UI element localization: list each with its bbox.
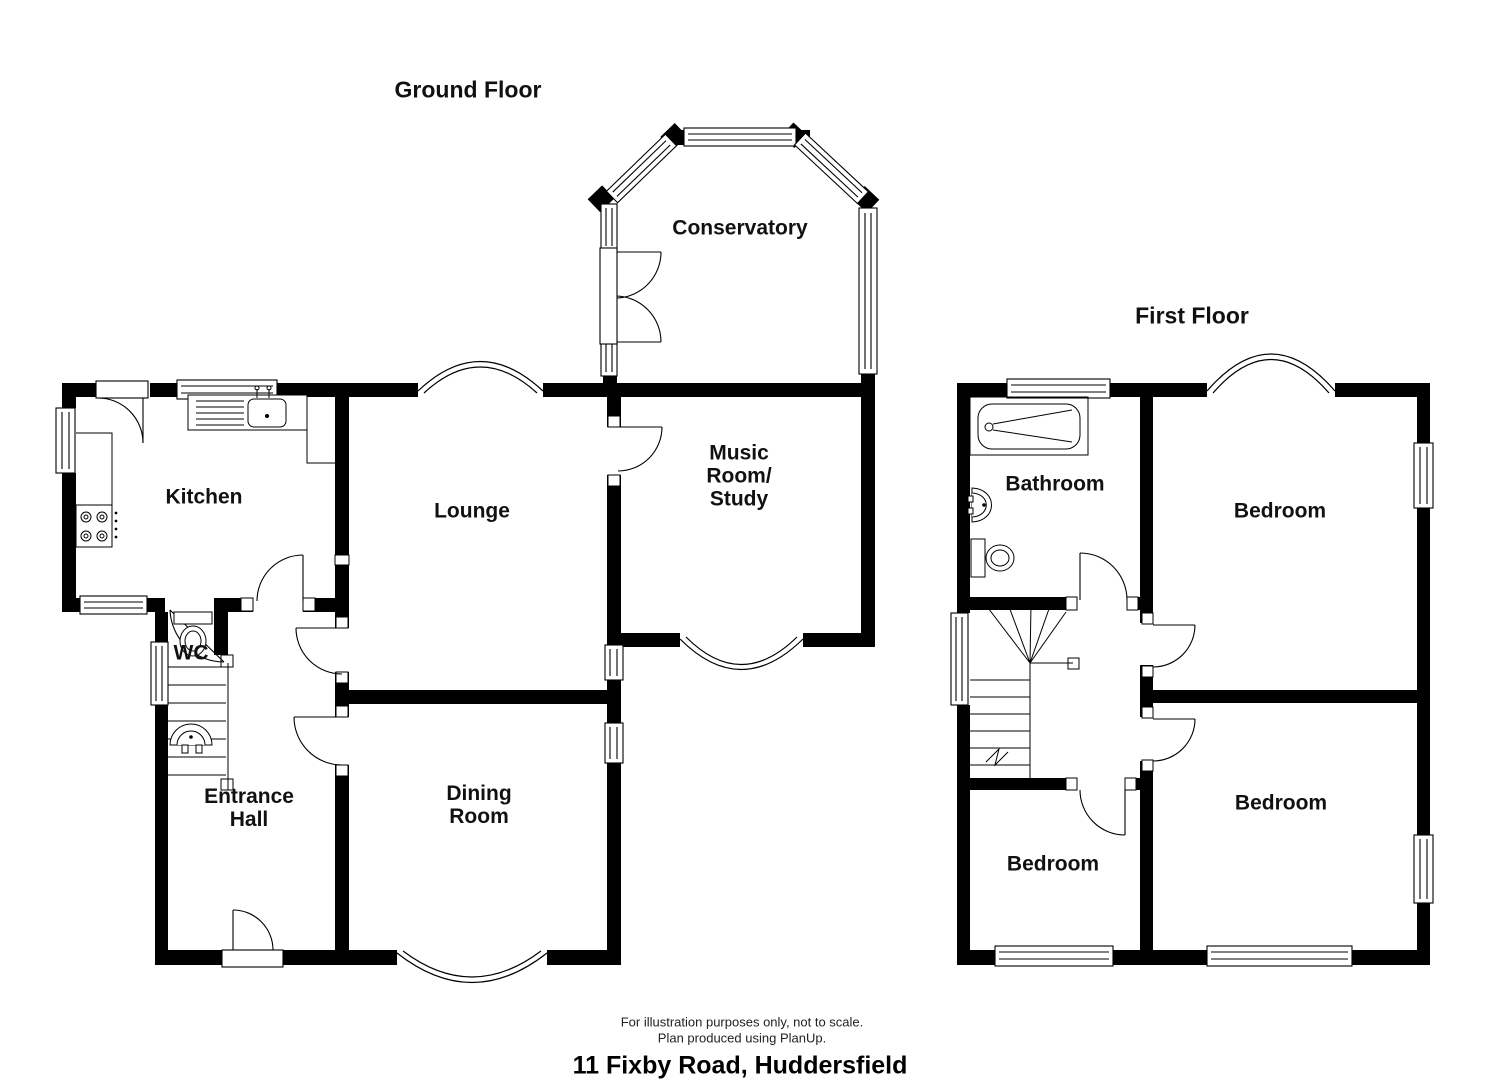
property-address: 11 Fixby Road, Huddersfield bbox=[572, 1051, 908, 1080]
window-lounge-right bbox=[604, 644, 624, 681]
toilet-bathroom bbox=[970, 538, 1015, 578]
door-bedroom-front bbox=[1152, 624, 1196, 668]
door-frames bbox=[220, 415, 1154, 791]
room-label-kitchen: Kitchen bbox=[165, 485, 243, 509]
window-conservatory-diag-right bbox=[793, 132, 870, 205]
sink-unit bbox=[187, 385, 335, 464]
door-bedroom-rear bbox=[1152, 718, 1196, 762]
hob bbox=[75, 432, 118, 548]
staircase-ground bbox=[168, 663, 229, 790]
window-conservatory-left-lower bbox=[600, 339, 618, 377]
ground-floor-title: Ground Floor bbox=[394, 76, 542, 103]
door-music-room bbox=[617, 426, 663, 472]
staircase-first bbox=[970, 603, 1073, 780]
window-kitchen-top bbox=[176, 379, 278, 400]
window-landing-left bbox=[950, 612, 969, 706]
bath bbox=[969, 396, 1089, 456]
window-conservatory-top bbox=[683, 127, 797, 147]
room-label-bedroom-front: Bedroom bbox=[1233, 499, 1327, 523]
basin-hall bbox=[169, 723, 213, 754]
window-bedroom-rear-bottom bbox=[1206, 945, 1353, 967]
door-dining bbox=[293, 716, 343, 766]
window-conservatory-right bbox=[858, 207, 878, 375]
disclaimer-line-1: For illustration purposes only, not to s… bbox=[620, 1014, 864, 1030]
door-kitchen-hall bbox=[256, 554, 304, 602]
bow-windows bbox=[396, 353, 1336, 984]
door-bathroom bbox=[1079, 552, 1128, 601]
window-kitchen-bottom bbox=[79, 595, 148, 615]
door-lounge bbox=[295, 627, 343, 675]
first-floor-title: First Floor bbox=[1135, 302, 1249, 329]
window-conservatory-diag-left bbox=[605, 133, 678, 204]
window-kitchen-left bbox=[55, 407, 76, 474]
window-bedroom-front-right bbox=[1413, 442, 1434, 509]
windows bbox=[55, 127, 1434, 967]
door-kitchen-back bbox=[95, 380, 149, 444]
room-label-lounge: Lounge bbox=[434, 499, 510, 523]
room-label-conservatory: Conservatory bbox=[672, 216, 808, 240]
toilet-wc bbox=[173, 611, 213, 657]
window-conservatory-left-upper bbox=[600, 203, 618, 251]
door-front bbox=[221, 909, 284, 968]
disclaimer-line-2: Plan produced using PlanUp. bbox=[657, 1030, 827, 1046]
window-bedroom-rear-right bbox=[1413, 834, 1434, 904]
ground-floor-walls bbox=[62, 122, 880, 965]
room-label-bedroom-rear: Bedroom bbox=[1234, 791, 1328, 815]
room-label-wc: WC bbox=[173, 641, 209, 665]
door-bedroom-small bbox=[1079, 789, 1126, 836]
doors bbox=[95, 247, 1196, 968]
window-bedroom-small-bottom bbox=[994, 945, 1114, 967]
room-label-music-room: Music Room/ Study bbox=[706, 441, 772, 511]
room-label-bedroom-small: Bedroom bbox=[1006, 852, 1100, 876]
stair-break-arrow bbox=[985, 747, 1009, 767]
window-hall-left bbox=[150, 641, 169, 706]
window-bathroom-top bbox=[1006, 378, 1111, 399]
basin-bathroom bbox=[967, 487, 992, 523]
room-label-bathroom: Bathroom bbox=[1005, 472, 1105, 496]
room-label-dining-room: Dining Room bbox=[446, 781, 512, 828]
window-dining-right bbox=[604, 722, 624, 764]
first-floor-walls bbox=[957, 383, 1430, 965]
door-conservatory-french bbox=[599, 247, 662, 345]
room-label-entrance-hall: Entrance Hall bbox=[204, 784, 294, 831]
